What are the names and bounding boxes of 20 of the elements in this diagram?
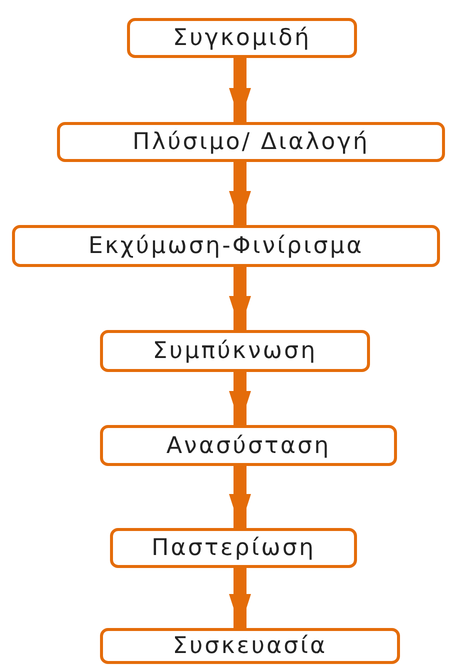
- step-label: Συμπύκνωση: [152, 338, 318, 364]
- arrow: [229, 372, 251, 425]
- arrow: [229, 466, 251, 528]
- step-label: Συσκευασία: [172, 633, 328, 659]
- process-box: [12, 225, 440, 267]
- step-label: Παστερίωση: [151, 535, 316, 561]
- process-box: [127, 18, 357, 58]
- step-label: Ανασύσταση: [166, 432, 331, 458]
- process-box: [110, 528, 357, 568]
- arrow: [229, 162, 251, 225]
- process-box: [100, 628, 400, 664]
- process-box: [100, 425, 397, 466]
- step-label: Συγκομιδή: [172, 25, 312, 51]
- arrow: [229, 568, 251, 628]
- arrow: [229, 58, 251, 122]
- arrow: [229, 267, 251, 330]
- process-box: [57, 122, 445, 162]
- step-label: Πλύσιμο/ Διαλογή: [132, 129, 370, 155]
- process-box: [100, 330, 370, 372]
- step-label: Εκχύμωση-Φινίρισμα: [88, 233, 364, 259]
